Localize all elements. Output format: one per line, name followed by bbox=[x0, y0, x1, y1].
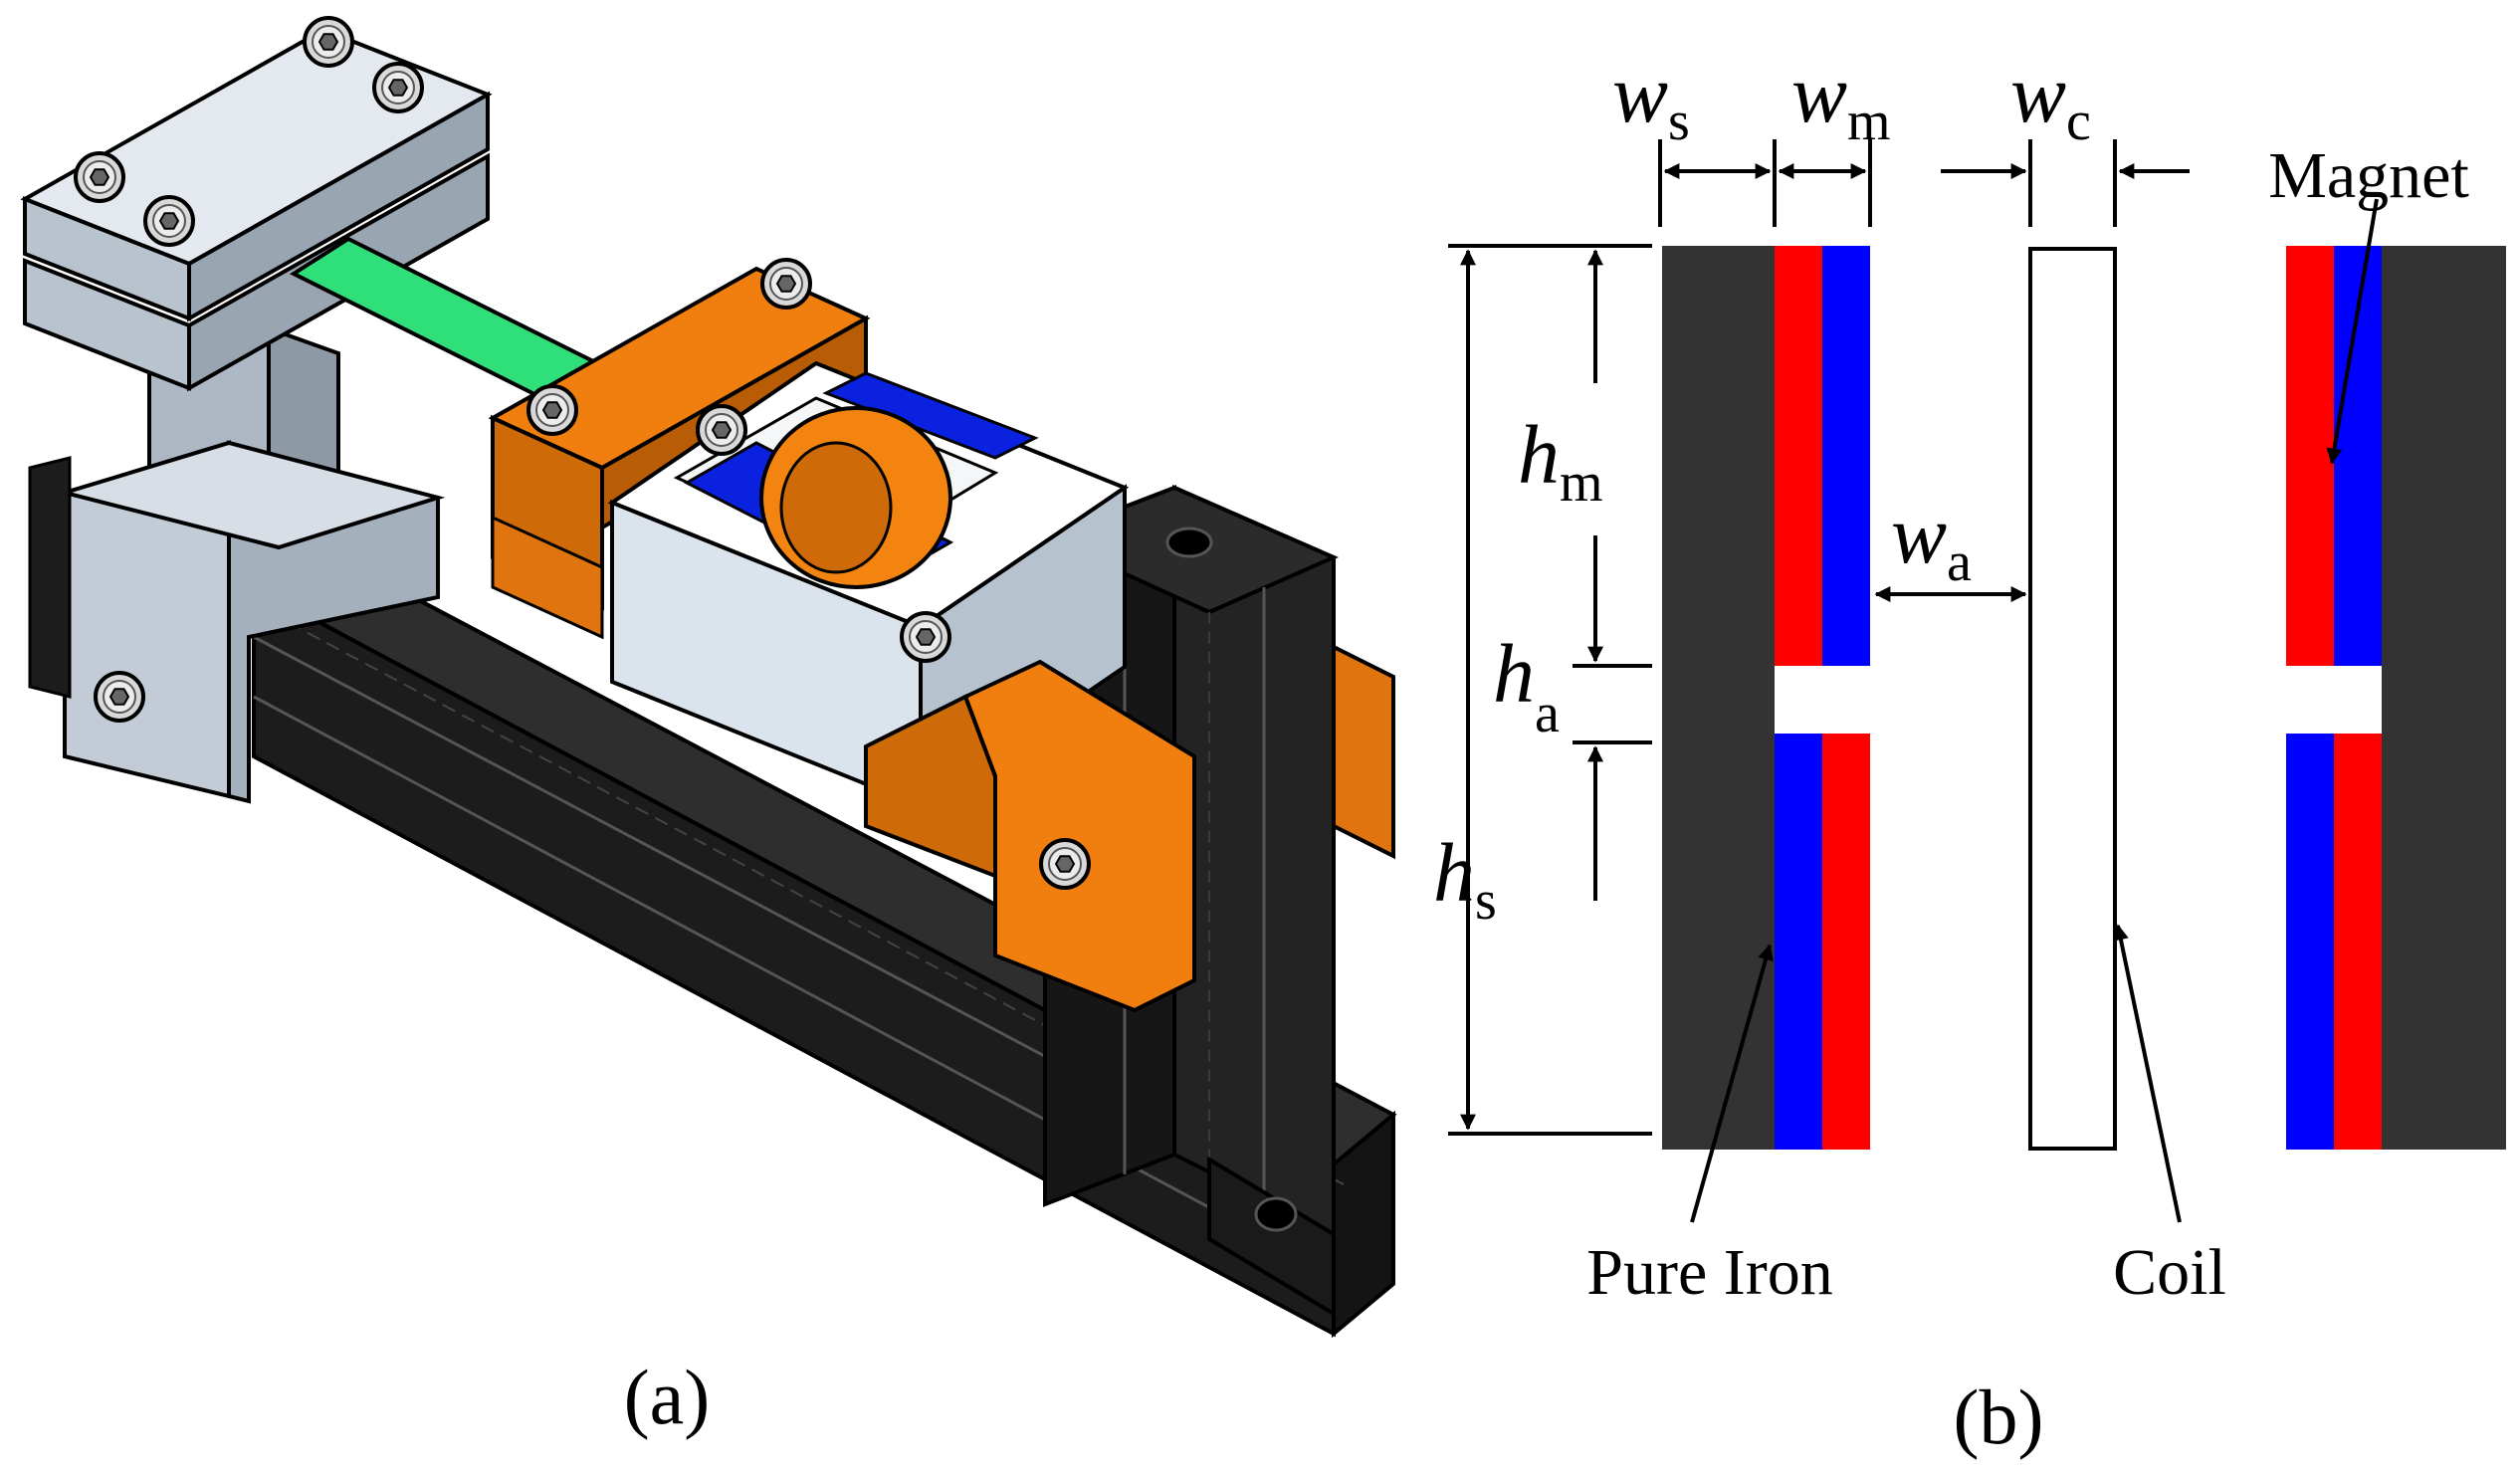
coil-label: Coil bbox=[2113, 1236, 2226, 1309]
label-wa: wa bbox=[1891, 489, 1972, 593]
height-dimensions bbox=[1448, 244, 1652, 1136]
magnet-housing bbox=[607, 360, 1130, 810]
panel-a-assembly: (a) bbox=[20, 16, 1397, 1440]
hex-socket-screw-icon bbox=[303, 16, 354, 68]
width-dimensions bbox=[1658, 139, 2190, 602]
hex-socket-screw-icon bbox=[372, 62, 424, 113]
magnet-label: Magnet bbox=[2268, 139, 2469, 212]
label-wc: wc bbox=[2010, 48, 2091, 152]
hex-socket-screw-icon bbox=[760, 258, 812, 310]
hex-socket-screw-icon bbox=[900, 611, 951, 663]
dimension-labels: ws wm wc wa hm ha hs bbox=[1433, 48, 2091, 932]
label-hm: hm bbox=[1518, 409, 1603, 514]
hex-socket-screw-icon bbox=[143, 195, 195, 247]
hex-socket-screw-icon bbox=[1039, 838, 1091, 890]
left-magnet-lower-red bbox=[1822, 734, 1870, 1150]
left-pure-iron bbox=[1662, 246, 1775, 1150]
right-magnet-lower-red bbox=[2334, 734, 2382, 1150]
front-orange-bracket bbox=[864, 643, 1395, 1013]
left-magnet-upper-blue bbox=[1822, 246, 1870, 666]
label-hs: hs bbox=[1433, 827, 1497, 932]
left-magnet-lower-blue bbox=[1775, 734, 1822, 1150]
top-clamp-plates bbox=[20, 16, 493, 392]
panel-a-caption: (a) bbox=[624, 1354, 711, 1440]
pure-iron-label: Pure Iron bbox=[1586, 1236, 1832, 1309]
right-pure-iron bbox=[2382, 246, 2506, 1150]
label-ws: ws bbox=[1612, 48, 1690, 152]
hex-socket-screw-icon bbox=[696, 404, 747, 456]
left-magnet-upper-red bbox=[1775, 246, 1822, 666]
hex-socket-screw-icon bbox=[94, 671, 145, 723]
label-ha: ha bbox=[1493, 628, 1560, 744]
panel-b-caption: (b) bbox=[1954, 1373, 2044, 1460]
callout-leaders bbox=[1690, 198, 2379, 1223]
right-magnet-lower-blue bbox=[2286, 734, 2334, 1150]
right-magnet-upper-red bbox=[2286, 246, 2334, 666]
hex-socket-screw-icon bbox=[74, 151, 125, 203]
panel-b-schematic: ws wm wc wa hm ha hs Magnet Pure Iron Co… bbox=[1433, 48, 2506, 1460]
left-support-column bbox=[28, 325, 446, 804]
hex-socket-screw-icon bbox=[526, 384, 578, 436]
coil bbox=[2028, 247, 2117, 1151]
label-wm: wm bbox=[1791, 48, 1891, 152]
